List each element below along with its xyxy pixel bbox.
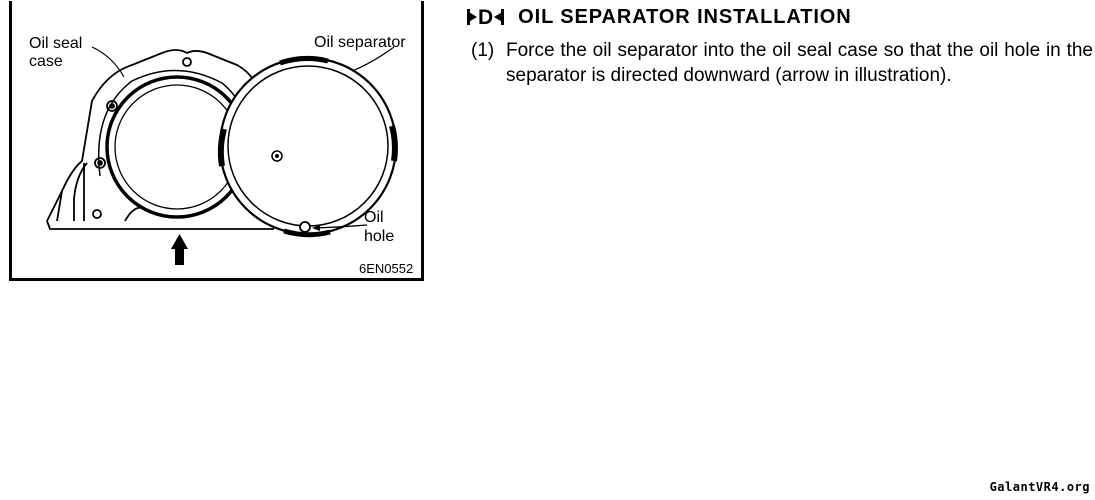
- section-marker: D: [467, 5, 505, 29]
- site-watermark: GalantVR4.org: [989, 480, 1090, 494]
- oil-separator-illustration: [46, 46, 398, 265]
- section-title: OIL SEPARATOR INSTALLATION: [518, 5, 852, 28]
- figure-code: 6EN0552: [359, 261, 414, 276]
- section-marker-letter: D: [478, 5, 494, 29]
- step-text: Force the oil separator into the oil sea…: [506, 40, 1093, 86]
- step-number: (1): [471, 40, 495, 61]
- oil-seal-case-label-line1: Oil seal: [29, 35, 83, 52]
- marker-right-arrow-icon: [494, 9, 505, 25]
- oil-separator-label: Oil separator: [314, 34, 406, 51]
- oil-hole-label-line1: Oil: [364, 209, 384, 226]
- marker-left-arrow-icon: [467, 9, 477, 25]
- instruction-step: (1) Force the oil separator into the oil…: [471, 38, 1093, 88]
- section-heading: D OIL SEPARATOR INSTALLATION: [467, 5, 852, 29]
- oil-hole-label-line2: hole: [364, 228, 395, 245]
- direction-arrow: [171, 234, 188, 265]
- oil-seal-case-label-line2: case: [29, 53, 63, 70]
- illustration-frame: Oil seal case Oil separator Oil hole 6EN…: [9, 1, 424, 281]
- oil-separator-drawing: [217, 56, 398, 238]
